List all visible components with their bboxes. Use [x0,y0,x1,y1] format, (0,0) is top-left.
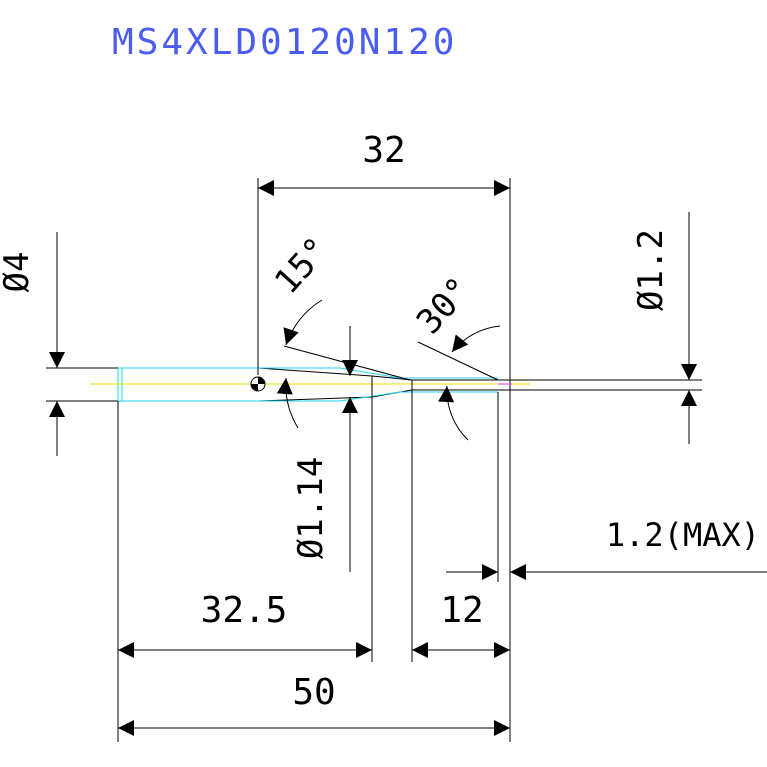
dimension-12 [411,380,510,662]
angle-30 [417,325,501,441]
dimension-50-label: 50 [292,672,335,713]
dimension-32-5 [118,376,373,662]
angle-30-label: 30° [409,270,480,342]
drawing-title: MS4XLD0120N120 [112,22,457,63]
diameter-1-14-label: Ø1.14 [291,457,331,559]
diameter-1-2 [510,212,702,444]
dimension-32 [257,178,511,380]
dimension-32-label: 32 [362,130,405,171]
diameter-1-2-label: Ø1.2 [631,229,671,311]
dimension-1-2-max [446,392,767,582]
center-mark-icon [250,376,266,392]
dimension-32-5-label: 32.5 [201,590,288,631]
taper-top [257,367,373,377]
angle-15 [276,299,411,429]
dimension-12-label: 12 [440,590,483,631]
angle-15-label: 15° [267,230,338,302]
dimension-1-2-max-label: 1.2(MAX) [606,516,760,554]
neck-top [371,375,413,381]
diameter-4-label: Ø4 [0,252,37,293]
